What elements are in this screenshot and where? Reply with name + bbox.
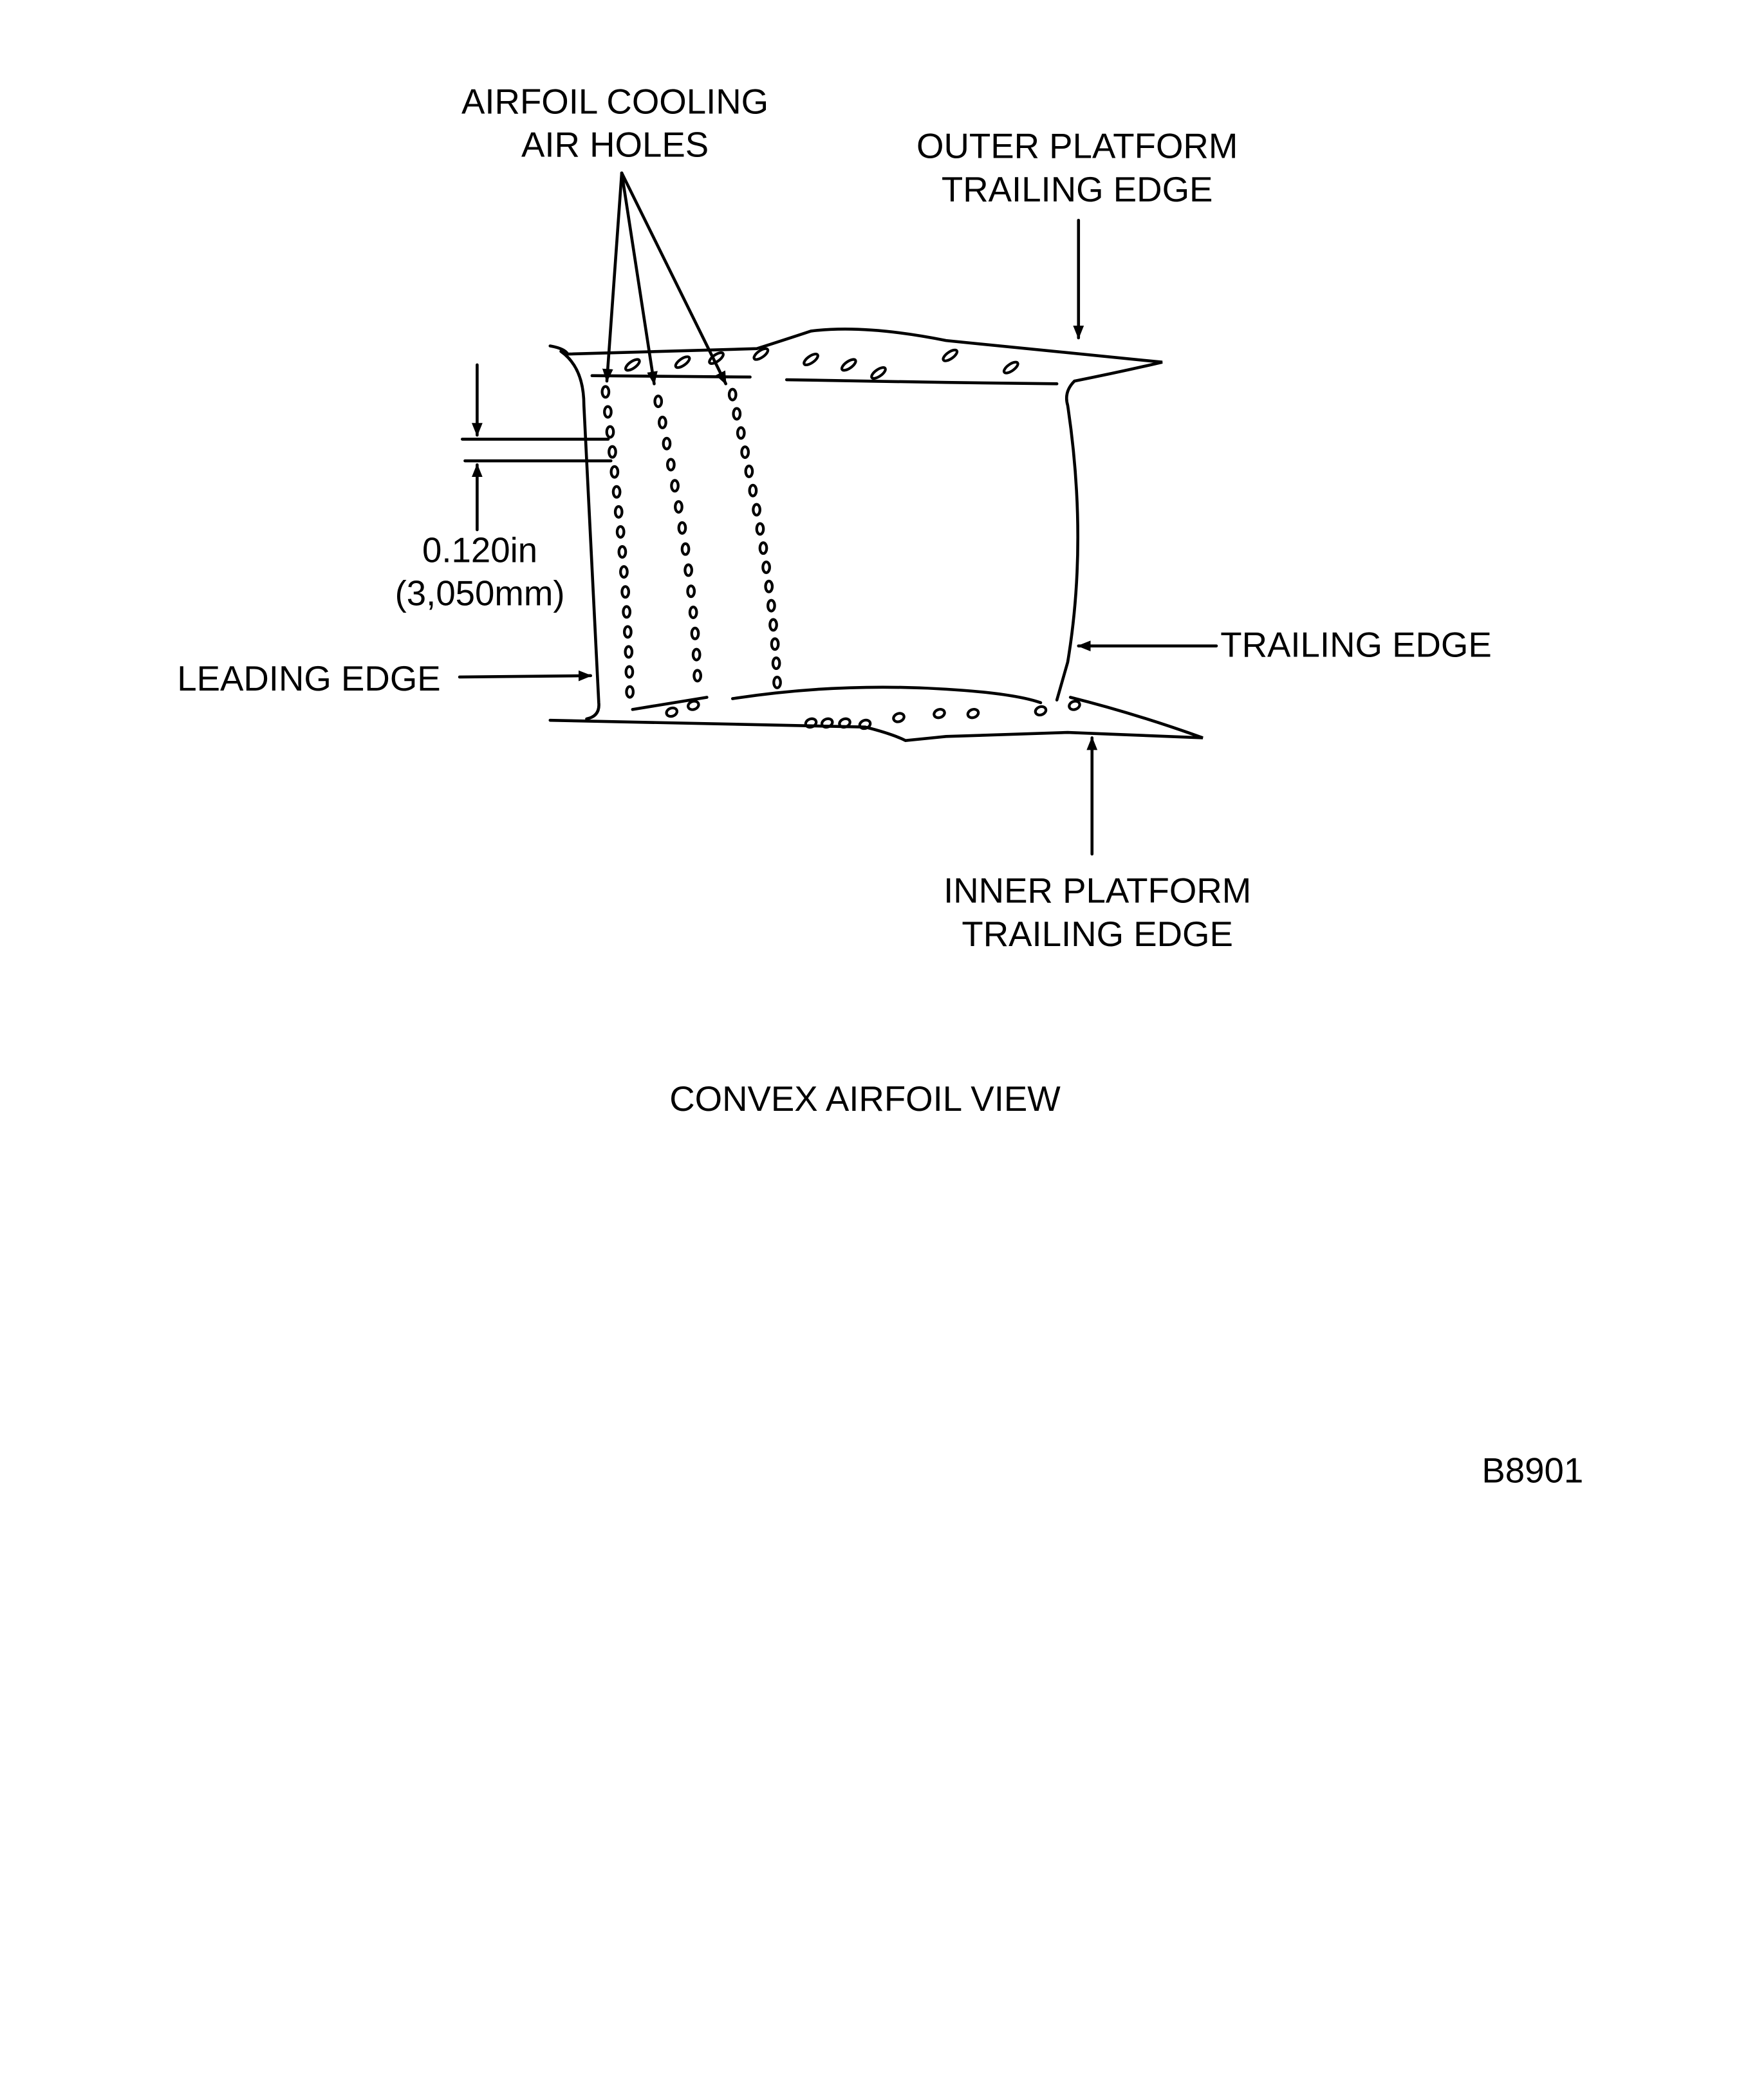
cooling-hole [804,717,818,729]
leading-edge-label: LEADING EDGE [177,659,440,698]
cooling-hole [768,618,778,632]
cooling-hole [624,358,641,372]
cooling-hole [608,445,617,459]
outer-platform-label-2: TRAILING EDGE [942,170,1213,209]
cooling-hole [870,366,887,380]
cooling-hole [625,685,635,699]
cooling-hole [966,707,980,720]
cooling-hole [933,707,946,720]
cooling-hole [758,541,768,555]
figure-id: B8901 [1482,1451,1583,1490]
cooling-hole [755,522,765,536]
cooling-hole [736,426,746,440]
trailing-edge-label: TRAILING EDGE [1220,625,1492,664]
cooling-hole [674,355,691,369]
cooling-hole [892,712,906,723]
outer-platform-label-1: OUTER PLATFORM [916,127,1238,166]
cooling-hole [1068,700,1081,711]
leading-edge-arrow [458,670,593,682]
cooling-hole [624,665,635,679]
inner-platform-label-2: TRAILING EDGE [962,915,1233,954]
cooling-hole [727,387,738,402]
cooling-holes [600,347,1081,730]
cooling-hole [942,348,959,362]
cooling-hole [600,385,611,399]
cooling-hole [609,465,620,479]
cooling-hole [770,637,780,651]
cooling-hole [687,700,700,711]
cooling-hole [683,563,693,577]
cooling-hole [620,585,631,599]
cooling-hole [622,605,632,619]
cooling-hole [690,626,700,640]
cooling-hole [677,521,687,535]
cooling-hole [619,565,629,579]
cooling-hole [820,717,834,729]
cooling-hole [744,464,754,478]
cooling-hole [752,503,761,517]
cooling-hole [613,505,624,519]
dimension-callout [460,363,613,532]
cooling-hole [838,717,851,729]
cooling-hole [623,625,633,639]
cooling-hole [688,606,698,620]
cooling-hole [665,706,679,718]
cooling-holes-label-1: AIRFOIL COOLING [461,82,768,121]
inner-platform-label-1: INNER PLATFORM [944,871,1251,911]
dimension-mm: (3,050mm) [395,574,565,613]
cooling-hole [764,579,774,593]
cooling-hole [761,560,771,574]
cooling-hole [658,415,667,429]
cooling-hole [767,599,776,613]
cooling-hole [1034,705,1048,717]
cooling-hole [670,479,680,493]
cooling-hole [858,718,872,730]
cooling-hole [603,405,613,419]
cooling-hole [693,669,702,683]
cooling-hole [752,347,770,361]
airfoil-outline [548,328,1204,743]
cooling-hole [611,485,622,499]
cooling-hole [748,483,758,497]
cooling-hole [662,436,672,451]
cooling-hole [732,407,742,421]
cooling-hole [605,425,615,439]
dimension-inches: 0.120in [422,530,537,570]
cooling-holes-leaders [602,171,728,386]
cooling-hole [680,542,691,556]
figure-caption: CONVEX AIRFOIL VIEW [669,1079,1061,1119]
cooling-hole [653,395,664,409]
cooling-hole [674,500,683,514]
cooling-hole [708,351,725,365]
cooling-hole [740,445,750,460]
cooling-hole [772,675,782,689]
cooling-holes-label-2: AIR HOLES [521,125,709,165]
cooling-hole [617,545,628,559]
cooling-hole [771,656,781,671]
cooling-hole [1002,360,1019,375]
cooling-hole [840,358,857,372]
cooling-hole [691,647,702,662]
cooling-hole [803,353,819,367]
cooling-hole [624,645,634,659]
cooling-hole [615,525,626,539]
cooling-hole [666,458,676,472]
cooling-hole [686,584,696,599]
